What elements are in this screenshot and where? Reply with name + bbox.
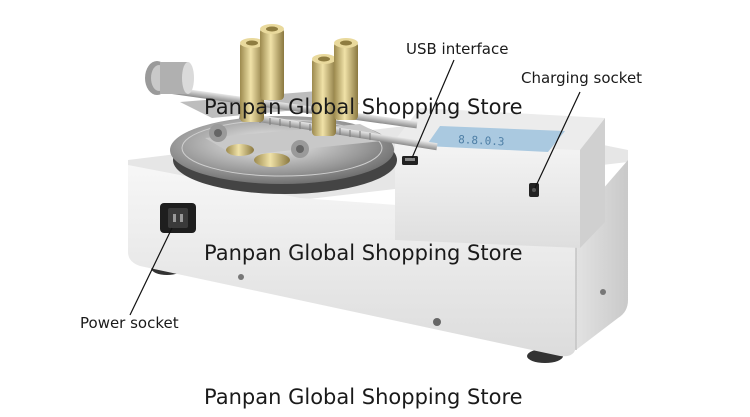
watermark-middle: Panpan Global Shopping Store (204, 241, 523, 265)
control-box-front (395, 142, 580, 248)
screw-front-lower (433, 318, 441, 326)
charging-socket-label: Charging socket (521, 69, 643, 87)
watermark-top: Panpan Global Shopping Store (204, 95, 523, 119)
leader-power (129, 227, 173, 316)
screw-rod-front (238, 111, 438, 151)
watermark-bottom: Panpan Global Shopping Store (204, 385, 523, 409)
leader-usb (411, 59, 455, 159)
clamp-pin-2 (260, 24, 284, 100)
svg-text:8.8.0.3: 8.8.0.3 (458, 133, 505, 148)
leader-charging (534, 91, 581, 189)
usb-interface-label: USB interface (406, 40, 509, 58)
screw-side (600, 289, 606, 295)
display-panel (426, 126, 565, 152)
control-box-side (580, 118, 605, 248)
power-socket-label: Power socket (80, 314, 179, 332)
clamp-pin-3 (312, 54, 336, 136)
screw-front (238, 274, 244, 280)
clamp-pin-4 (334, 38, 358, 120)
clamp-pin-1 (240, 38, 264, 122)
